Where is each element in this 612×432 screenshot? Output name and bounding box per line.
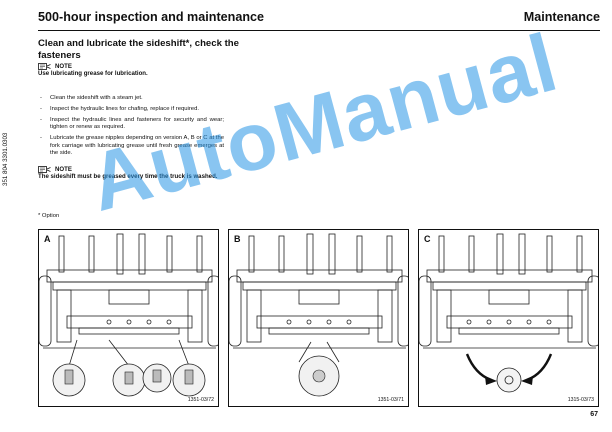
- sideshift-drawing-b: [229, 233, 408, 397]
- list-item: Inspect the hydraulic lines for chafing,…: [38, 106, 224, 114]
- chapter-title: Maintenance: [523, 10, 600, 24]
- note-block-2: NOTE The sideshift must be greased every…: [38, 166, 238, 181]
- option-footnote: * Option: [38, 213, 60, 219]
- sideshift-drawing-c: [419, 233, 598, 393]
- note-text: The sideshift must be greased every time…: [38, 173, 218, 181]
- procedure-title: Clean and lubricate the sideshift*, chec…: [38, 38, 239, 61]
- figure-ref: 1315-03/73: [567, 397, 594, 403]
- document-code: 351 804 3301.0303: [2, 132, 9, 186]
- figure-a: A 1351-03/72: [38, 229, 219, 407]
- note-hand-icon: [38, 63, 51, 71]
- figure-ref: 1351-03/72: [187, 397, 214, 403]
- note-label-text: NOTE: [55, 166, 72, 173]
- figure-label: C: [424, 234, 431, 244]
- list-item: Inspect the hydraulic lines and fastener…: [38, 117, 224, 132]
- figure-label: B: [234, 234, 241, 244]
- page-number: 67: [590, 411, 598, 418]
- figure-ref: 1351-03/71: [377, 397, 404, 403]
- sideshift-drawing-a: [39, 233, 218, 397]
- step-list: Clean the sideshift with a steam jet. In…: [38, 95, 224, 161]
- figure-c: C 1315-03/73: [418, 229, 599, 407]
- page-header: 500-hour inspection and maintenance Main…: [38, 8, 600, 31]
- figure-label: A: [44, 234, 51, 244]
- note-label-text: NOTE: [55, 63, 72, 70]
- note-text: Use lubricating grease for lubrication.: [38, 70, 148, 78]
- note-hand-icon: [38, 166, 51, 174]
- note-block-1: NOTE Use lubricating grease for lubricat…: [38, 63, 238, 78]
- note-label: NOTE: [38, 166, 238, 174]
- page-section-title: 500-hour inspection and maintenance: [38, 10, 265, 24]
- list-item: Clean the sideshift with a steam jet.: [38, 95, 224, 103]
- list-item: Lubricate the grease nipples depending o…: [38, 135, 224, 157]
- note-label: NOTE: [38, 63, 238, 71]
- figure-b: B 1351-03/71: [228, 229, 409, 407]
